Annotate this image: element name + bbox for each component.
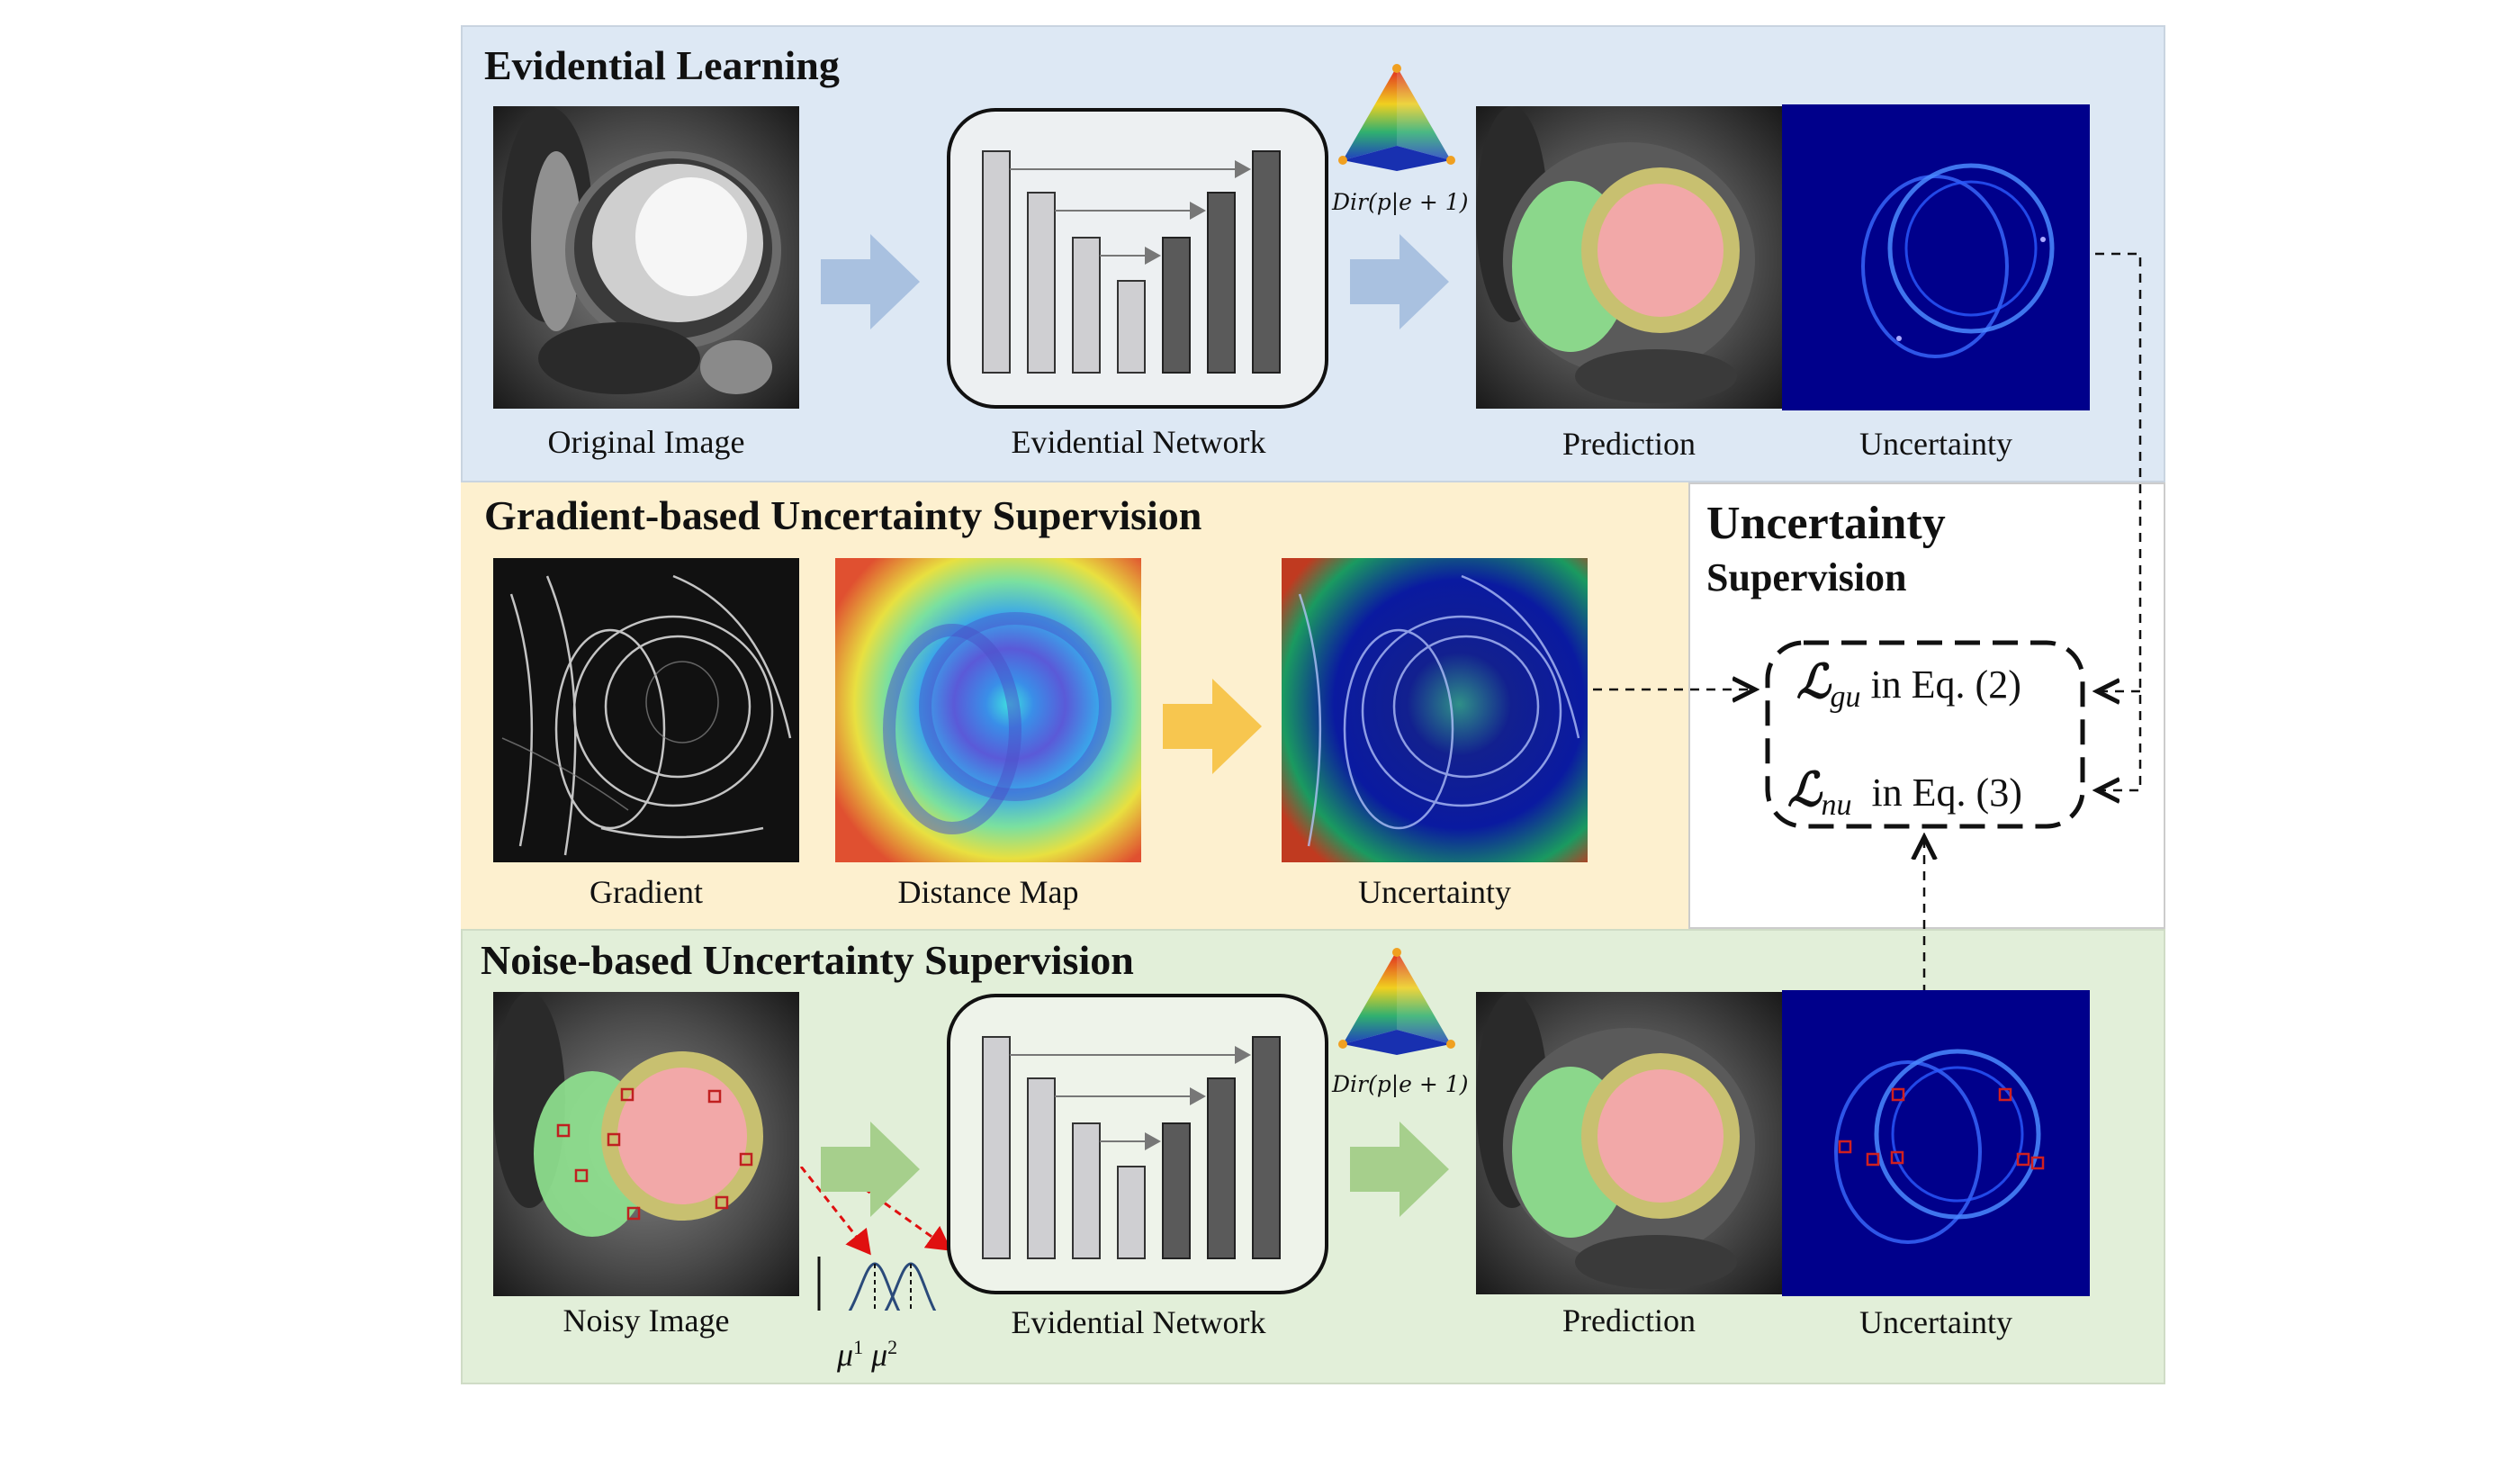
mu1-sup: 1 bbox=[853, 1336, 864, 1358]
prediction-image-bottom bbox=[1476, 992, 1782, 1294]
evidential-network-bottom-caption: Evidential Network bbox=[1011, 1304, 1266, 1340]
prediction-top-caption: Prediction bbox=[1562, 426, 1696, 462]
dirichlet-label-bottom: Dir(p|e + 1) bbox=[1332, 1071, 1469, 1097]
loss-gu: ℒgu in Eq. (2) bbox=[1796, 655, 2021, 715]
mu2-sup: 2 bbox=[887, 1336, 898, 1358]
distance-map-image bbox=[835, 558, 1141, 862]
loss-nu: ℒnu in Eq. (3) bbox=[1787, 763, 2022, 823]
gradient-supervision-title: Gradient-based Uncertainty Supervision bbox=[484, 492, 1202, 538]
distance-map-caption: Distance Map bbox=[897, 874, 1079, 910]
evidential-network-bottom bbox=[945, 992, 1332, 1302]
flow-arrow-green-2 bbox=[1350, 1122, 1449, 1217]
flow-arrow-blue-1 bbox=[821, 234, 920, 329]
flow-arrow-blue-2 bbox=[1350, 234, 1449, 329]
mu-labels: μ1 μ2 bbox=[837, 1336, 897, 1374]
uncertainty-image-top bbox=[1782, 104, 2090, 410]
uncertainty-supervision-title-line2: Supervision bbox=[1706, 555, 1907, 599]
uncertainty-supervision-title-line1: Uncertainty bbox=[1706, 498, 1946, 549]
uncertainty-image-bottom bbox=[1782, 990, 2090, 1296]
gradient-image bbox=[493, 558, 799, 862]
evidential-network-top-caption: Evidential Network bbox=[1011, 424, 1266, 460]
prediction-image-top bbox=[1476, 106, 1782, 409]
dirichlet-simplex-icon-bottom bbox=[1338, 948, 1455, 1055]
gaussian-distributions bbox=[799, 1167, 952, 1311]
dirichlet-simplex-icon-top bbox=[1338, 64, 1455, 171]
uncertainty-mid-caption: Uncertainty bbox=[1358, 874, 1511, 910]
prediction-bottom-caption: Prediction bbox=[1562, 1302, 1696, 1338]
loss-nu-symbol: ℒ bbox=[1787, 765, 1822, 816]
evidential-learning-title: Evidential Learning bbox=[484, 42, 840, 88]
loss-box-border bbox=[1765, 640, 2085, 829]
original-image bbox=[493, 106, 799, 409]
flow-arrow-yellow bbox=[1163, 679, 1262, 774]
loss-gu-symbol: ℒ bbox=[1796, 657, 1831, 708]
gradient-caption: Gradient bbox=[590, 874, 703, 910]
noisy-image bbox=[493, 992, 799, 1296]
loss-nu-subscript: nu bbox=[1821, 788, 1852, 822]
uncertainty-top-caption: Uncertainty bbox=[1859, 426, 2012, 462]
noise-supervision-title: Noise-based Uncertainty Supervision bbox=[481, 937, 1134, 983]
mu2-label: μ bbox=[871, 1337, 888, 1373]
noisy-image-caption: Noisy Image bbox=[562, 1302, 730, 1338]
evidential-network-top bbox=[945, 106, 1332, 417]
loss-nu-text: in Eq. (3) bbox=[1871, 771, 2022, 815]
flow-arrow-green-1 bbox=[821, 1122, 920, 1217]
mu1-label: μ bbox=[837, 1337, 854, 1373]
loss-gu-text: in Eq. (2) bbox=[1870, 662, 2021, 707]
gradient-uncertainty-image bbox=[1282, 558, 1588, 862]
dirichlet-label-top: Dir(p|e + 1) bbox=[1332, 189, 1469, 215]
uncertainty-bottom-caption: Uncertainty bbox=[1859, 1304, 2012, 1340]
original-image-caption: Original Image bbox=[547, 424, 745, 460]
loss-gu-subscript: gu bbox=[1830, 680, 1861, 714]
